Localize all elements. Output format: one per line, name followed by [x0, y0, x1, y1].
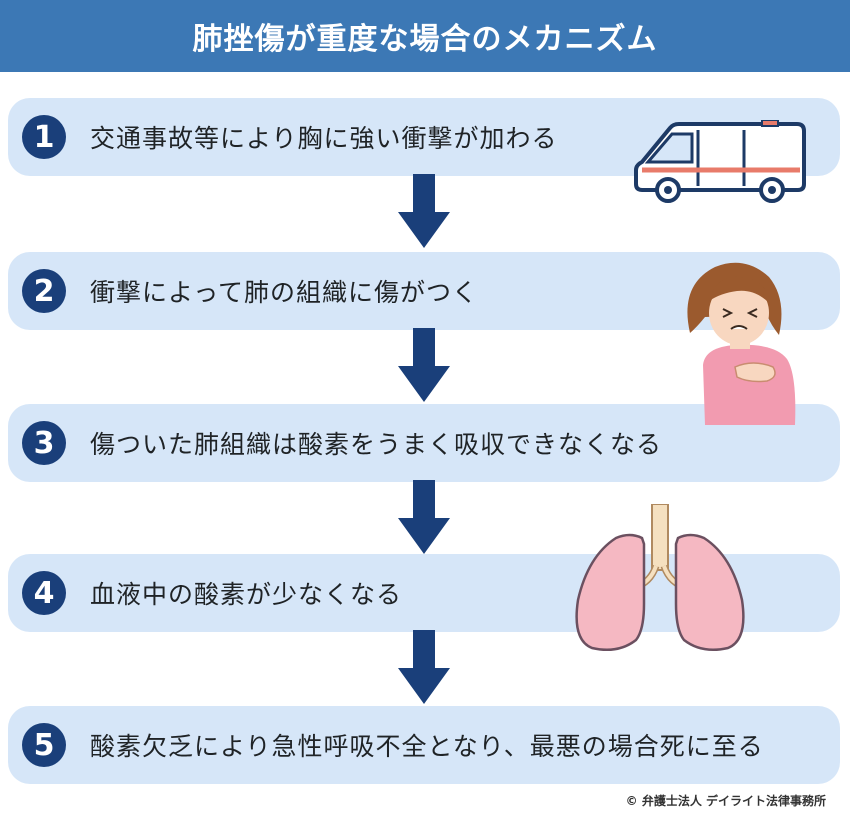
woman-chest-pain-icon: [675, 255, 810, 425]
lungs-icon: [570, 504, 750, 658]
step-text: 血液中の酸素が少なくなる: [90, 575, 402, 611]
step-text: 衝撃によって肺の組織に傷がつく: [90, 273, 478, 309]
page-title: 肺挫傷が重度な場合のメカニズム: [0, 0, 850, 72]
arrow-down-icon: [398, 328, 450, 402]
step-text: 交通事故等により胸に強い衝撃が加わる: [90, 119, 558, 155]
step-number: 1: [22, 115, 66, 159]
step-number: 3: [22, 421, 66, 465]
arrow-down-icon: [398, 174, 450, 248]
step-text: 傷ついた肺組織は酸素をうまく吸収できなくなる: [90, 425, 662, 461]
step-number: 5: [22, 723, 66, 767]
ambulance-icon: [632, 120, 810, 204]
step-5: 5 酸素欠乏により急性呼吸不全となり、最悪の場合死に至る: [8, 706, 840, 784]
arrow-down-icon: [398, 480, 450, 554]
step-number: 4: [22, 571, 66, 615]
step-number: 2: [22, 269, 66, 313]
copyright-credit: © 弁護士法人 デイライト法律事務所: [626, 792, 826, 809]
arrow-down-icon: [398, 630, 450, 704]
step-text: 酸素欠乏により急性呼吸不全となり、最悪の場合死に至る: [90, 727, 764, 763]
